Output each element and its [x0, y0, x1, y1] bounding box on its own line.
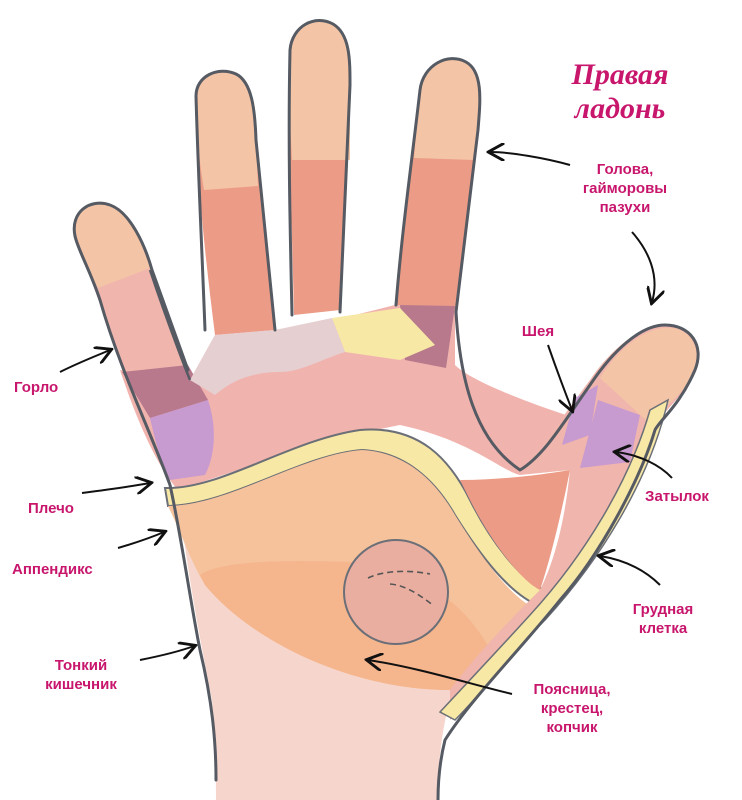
index-finger: [74, 203, 190, 392]
page-title: Правая ладонь: [520, 58, 720, 126]
throat-zone: [122, 365, 208, 418]
label-head: Голова, гайморовы пазухи: [560, 160, 690, 217]
label-chest-line-2: клетка: [638, 620, 688, 637]
arrow-occiput: [616, 452, 673, 479]
arrow-appendix: [117, 532, 164, 549]
label-occiput: Затылок: [645, 488, 709, 505]
arrow-throat: [59, 350, 110, 373]
arrow-chest: [600, 556, 661, 586]
label-lumbar-line-2: крестец,: [540, 700, 604, 717]
label-lumbar-line-3: копчик: [546, 719, 598, 736]
title-line-1: Правая: [571, 58, 669, 91]
label-chest-line-1: Грудная: [632, 601, 694, 618]
label-intestine-line-1: Тонкий: [54, 657, 108, 674]
label-head-line-1: Голова,: [596, 161, 654, 178]
label-head-line-3: пазухи: [599, 199, 651, 216]
label-chest: Грудная клетка: [608, 600, 718, 638]
shoulder-zone: [150, 400, 214, 480]
hand-outline: [72, 18, 700, 800]
arrow-head: [490, 152, 571, 166]
label-head-line-2: гайморовы: [582, 180, 668, 197]
arrow-intestine: [139, 646, 194, 661]
label-shoulder: Плечо: [28, 500, 74, 517]
label-lumbar: Поясница, крестец, копчик: [512, 680, 632, 737]
label-neck: Шея: [521, 323, 555, 340]
label-appendix: Аппендикс: [12, 561, 93, 578]
little-finger: [395, 58, 480, 308]
label-throat: Горло: [14, 379, 59, 396]
arrow-shoulder: [81, 483, 150, 493]
label-intestine: Тонкий кишечник: [26, 656, 136, 694]
neck-zone: [562, 385, 598, 445]
arrow-lumbar: [368, 660, 513, 695]
appendix-circle: [343, 539, 449, 645]
arrow-neck: [547, 344, 572, 410]
label-lumbar-line-1: Поясница,: [533, 681, 611, 698]
arrow-sinus: [631, 231, 655, 302]
title-line-2: ладонь: [574, 92, 666, 125]
ring-finger: [289, 20, 350, 316]
label-intestine-line-2: кишечник: [45, 676, 117, 693]
thumb: [438, 325, 699, 721]
